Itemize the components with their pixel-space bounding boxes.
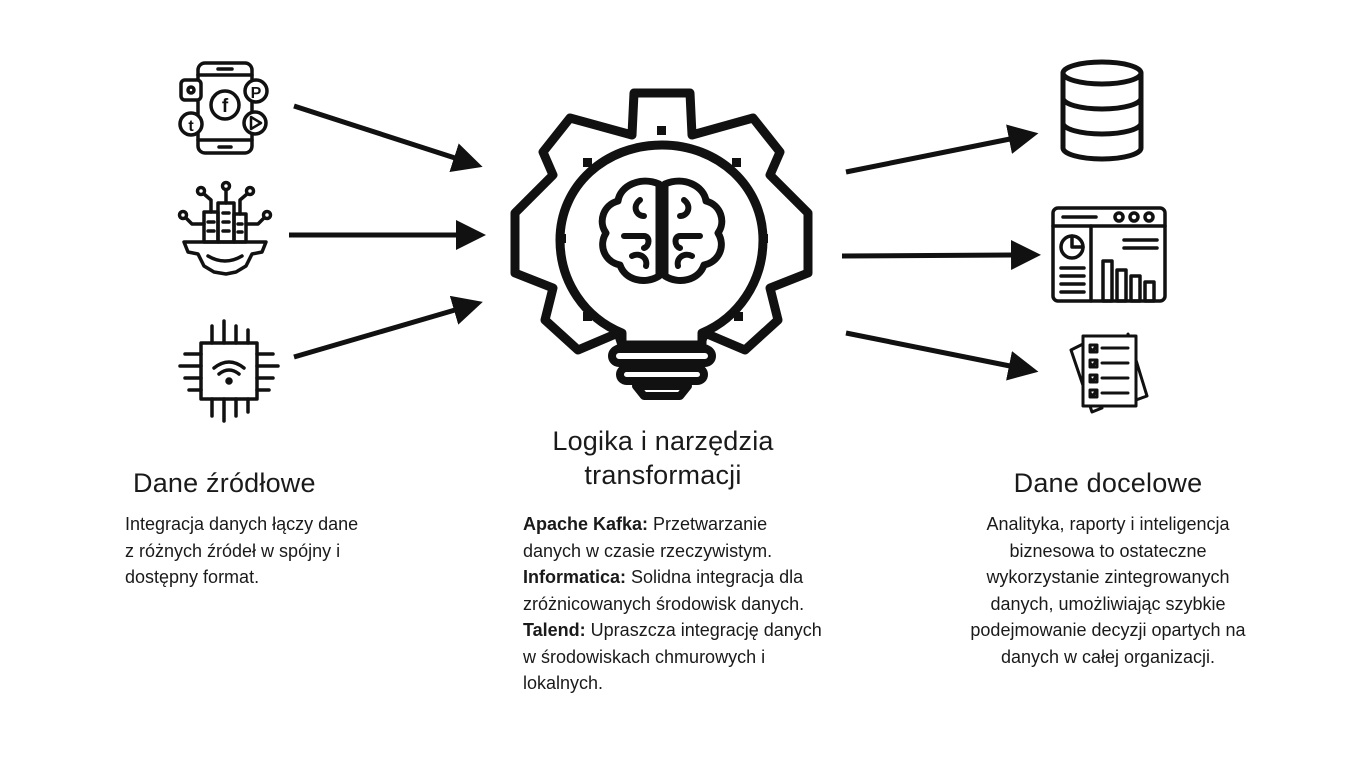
- source-data-description: Integracja danych łączy dane z różnych ź…: [125, 514, 359, 587]
- transformation-title: Logika i narzędzia transformacji: [513, 424, 813, 492]
- target-data-description: Analityka, raporty i inteligencja biznes…: [970, 514, 1246, 667]
- tool-description: Upraszcza integrację danych w środowiska…: [523, 620, 822, 693]
- transformation-tools-list: Apache Kafka: Przetwarzanie danych w cza…: [523, 511, 823, 697]
- social-media-phone-icon: [178, 61, 269, 155]
- transformation-title-line2: transformacji: [584, 460, 742, 490]
- tool-item-talend: Talend: Upraszcza integrację danych w śr…: [523, 617, 823, 697]
- transformation-title-line1: Logika i narzędzia: [552, 426, 774, 456]
- tumblr-letter: t: [188, 118, 194, 135]
- arrow-transform-to-dashboard: [841, 240, 1041, 271]
- arrow-transform-to-checklist: [845, 330, 1039, 381]
- facebook-letter: f: [222, 96, 229, 117]
- tool-item-kafka: Apache Kafka: Przetwarzanie danych w cza…: [523, 511, 823, 564]
- analytics-dashboard-icon: [1051, 206, 1167, 303]
- tool-description: Solidna integracja dla zróżnicowanych śr…: [523, 567, 805, 614]
- smart-city-gear-icon: [177, 180, 273, 276]
- target-data-title: Dane docelowe: [1013, 468, 1203, 498]
- database-icon: [1060, 59, 1144, 162]
- tool-name: Informatica:: [523, 567, 627, 587]
- arrow-iot-to-transform: [293, 295, 483, 360]
- tool-name: Talend:: [523, 620, 586, 640]
- pinterest-letter: P: [251, 85, 262, 102]
- arrow-social-to-transform: [293, 103, 483, 172]
- iot-wifi-chip-icon: [178, 319, 280, 423]
- tool-description: Przetwarzanie danych w czasie rzeczywist…: [523, 514, 773, 561]
- tool-name: Apache Kafka:: [523, 514, 649, 534]
- arrow-transform-to-database: [845, 124, 1039, 175]
- checklist-documents-icon: [1069, 332, 1149, 414]
- tool-item-informatica: Informatica: Solidna integracja dla zróż…: [523, 564, 823, 617]
- source-data-title: Dane źródłowe: [133, 468, 316, 498]
- brain-lightbulb-gear-icon: [510, 88, 813, 400]
